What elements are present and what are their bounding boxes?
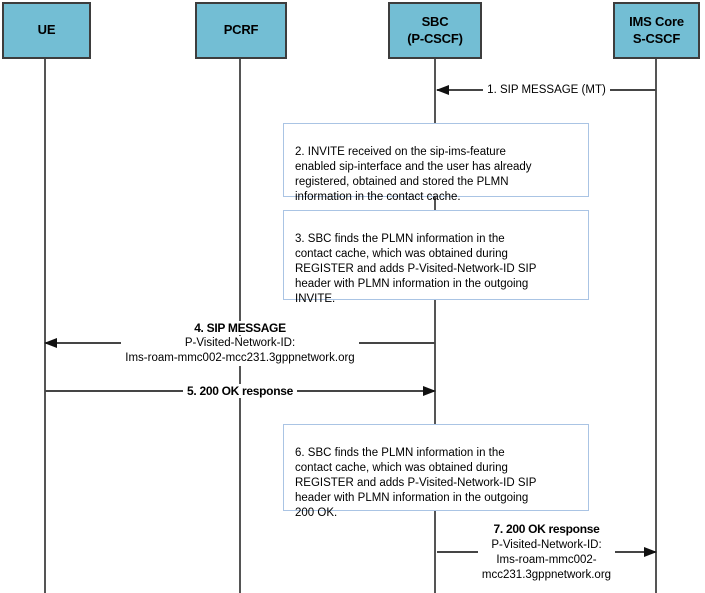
note-6: 6. SBC finds the PLMN information in the… <box>283 424 589 519</box>
note-3-text: 3. SBC finds the PLMN information in the… <box>295 233 537 305</box>
actor-box-ue: UE <box>2 2 91 59</box>
message-4-detail: P-Visited-Network-ID: Ims-roam-mmc002-mc… <box>90 336 390 366</box>
actor-label-ue: UE <box>37 22 56 38</box>
arrowhead-left-icon <box>436 85 449 95</box>
message-1-text: 1. SIP MESSAGE (MT) <box>483 83 610 97</box>
actor-label-sbc: SBC (P-CSCF) <box>407 13 463 46</box>
actor-label-pcrf: PCRF <box>223 22 259 38</box>
message-1-label: 1. SIP MESSAGE (MT) <box>437 83 656 97</box>
actor-label-ims-core: IMS Core S-CSCF <box>629 13 684 46</box>
lifeline-ue <box>44 59 46 593</box>
arrowhead-right-icon <box>644 547 657 557</box>
message-4-title: 4. SIP MESSAGE <box>90 321 390 335</box>
actor-box-pcrf: PCRF <box>195 2 287 59</box>
message-7-title: 7. 200 OK response <box>437 522 656 536</box>
note-2: 2. INVITE received on the sip-ims-featur… <box>283 123 589 203</box>
lifeline-ims-core <box>655 59 657 593</box>
note-2-text: 2. INVITE received on the sip-ims-featur… <box>295 146 532 203</box>
message-7-detail: P-Visited-Network-ID: Ims-roam-mmc002- m… <box>437 538 656 583</box>
lifeline-sbc <box>434 59 436 593</box>
arrowhead-left-icon <box>44 338 57 348</box>
arrowhead-right-icon <box>423 386 436 396</box>
actor-box-ims-core: IMS Core S-CSCF <box>613 2 700 59</box>
note-6-text: 6. SBC finds the PLMN information in the… <box>295 447 537 519</box>
message-5-title: 5. 200 OK response <box>90 384 390 398</box>
note-3: 3. SBC finds the PLMN information in the… <box>283 210 589 305</box>
actor-box-sbc: SBC (P-CSCF) <box>388 2 482 59</box>
